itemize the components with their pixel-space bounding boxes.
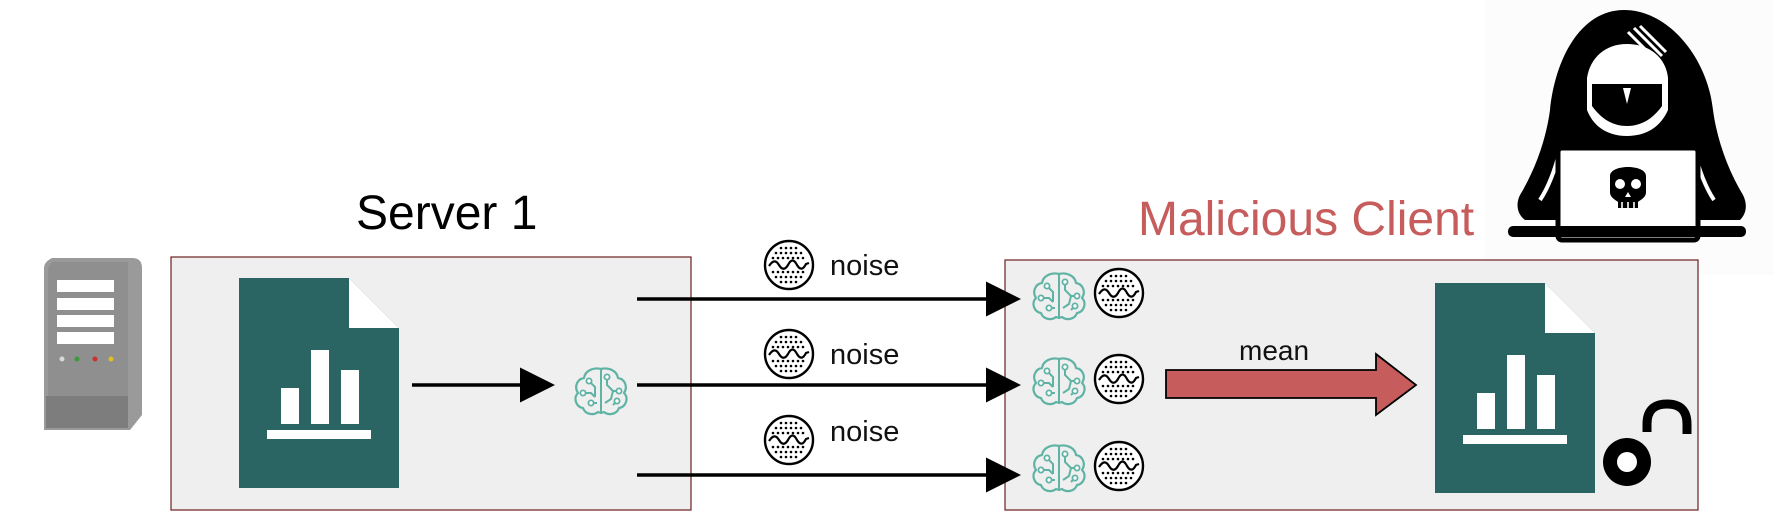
malicious-client-title: Malicious Client [1138, 193, 1475, 246]
report-document-icon [1435, 283, 1595, 493]
mean-label: mean [1239, 335, 1310, 366]
server-tower-icon [44, 258, 142, 430]
noise-signal-icon [763, 328, 815, 380]
open-padlock-icon [1603, 399, 1692, 486]
noise-label-3: noise [830, 416, 900, 448]
noise-signal-icon [763, 239, 815, 291]
hooded-hacker-icon [1508, 10, 1746, 243]
noise-signal-icon [1093, 440, 1145, 492]
noise-signal-icon [1093, 353, 1145, 405]
report-document-icon [239, 278, 399, 488]
noise-signal-icon [763, 414, 815, 466]
noise-label-2: noise [830, 339, 900, 371]
noise-signal-icon [1093, 267, 1145, 319]
mean-arrow [1165, 352, 1418, 417]
server-title: Server 1 [356, 187, 538, 240]
noise-label-1: noise [830, 250, 900, 282]
